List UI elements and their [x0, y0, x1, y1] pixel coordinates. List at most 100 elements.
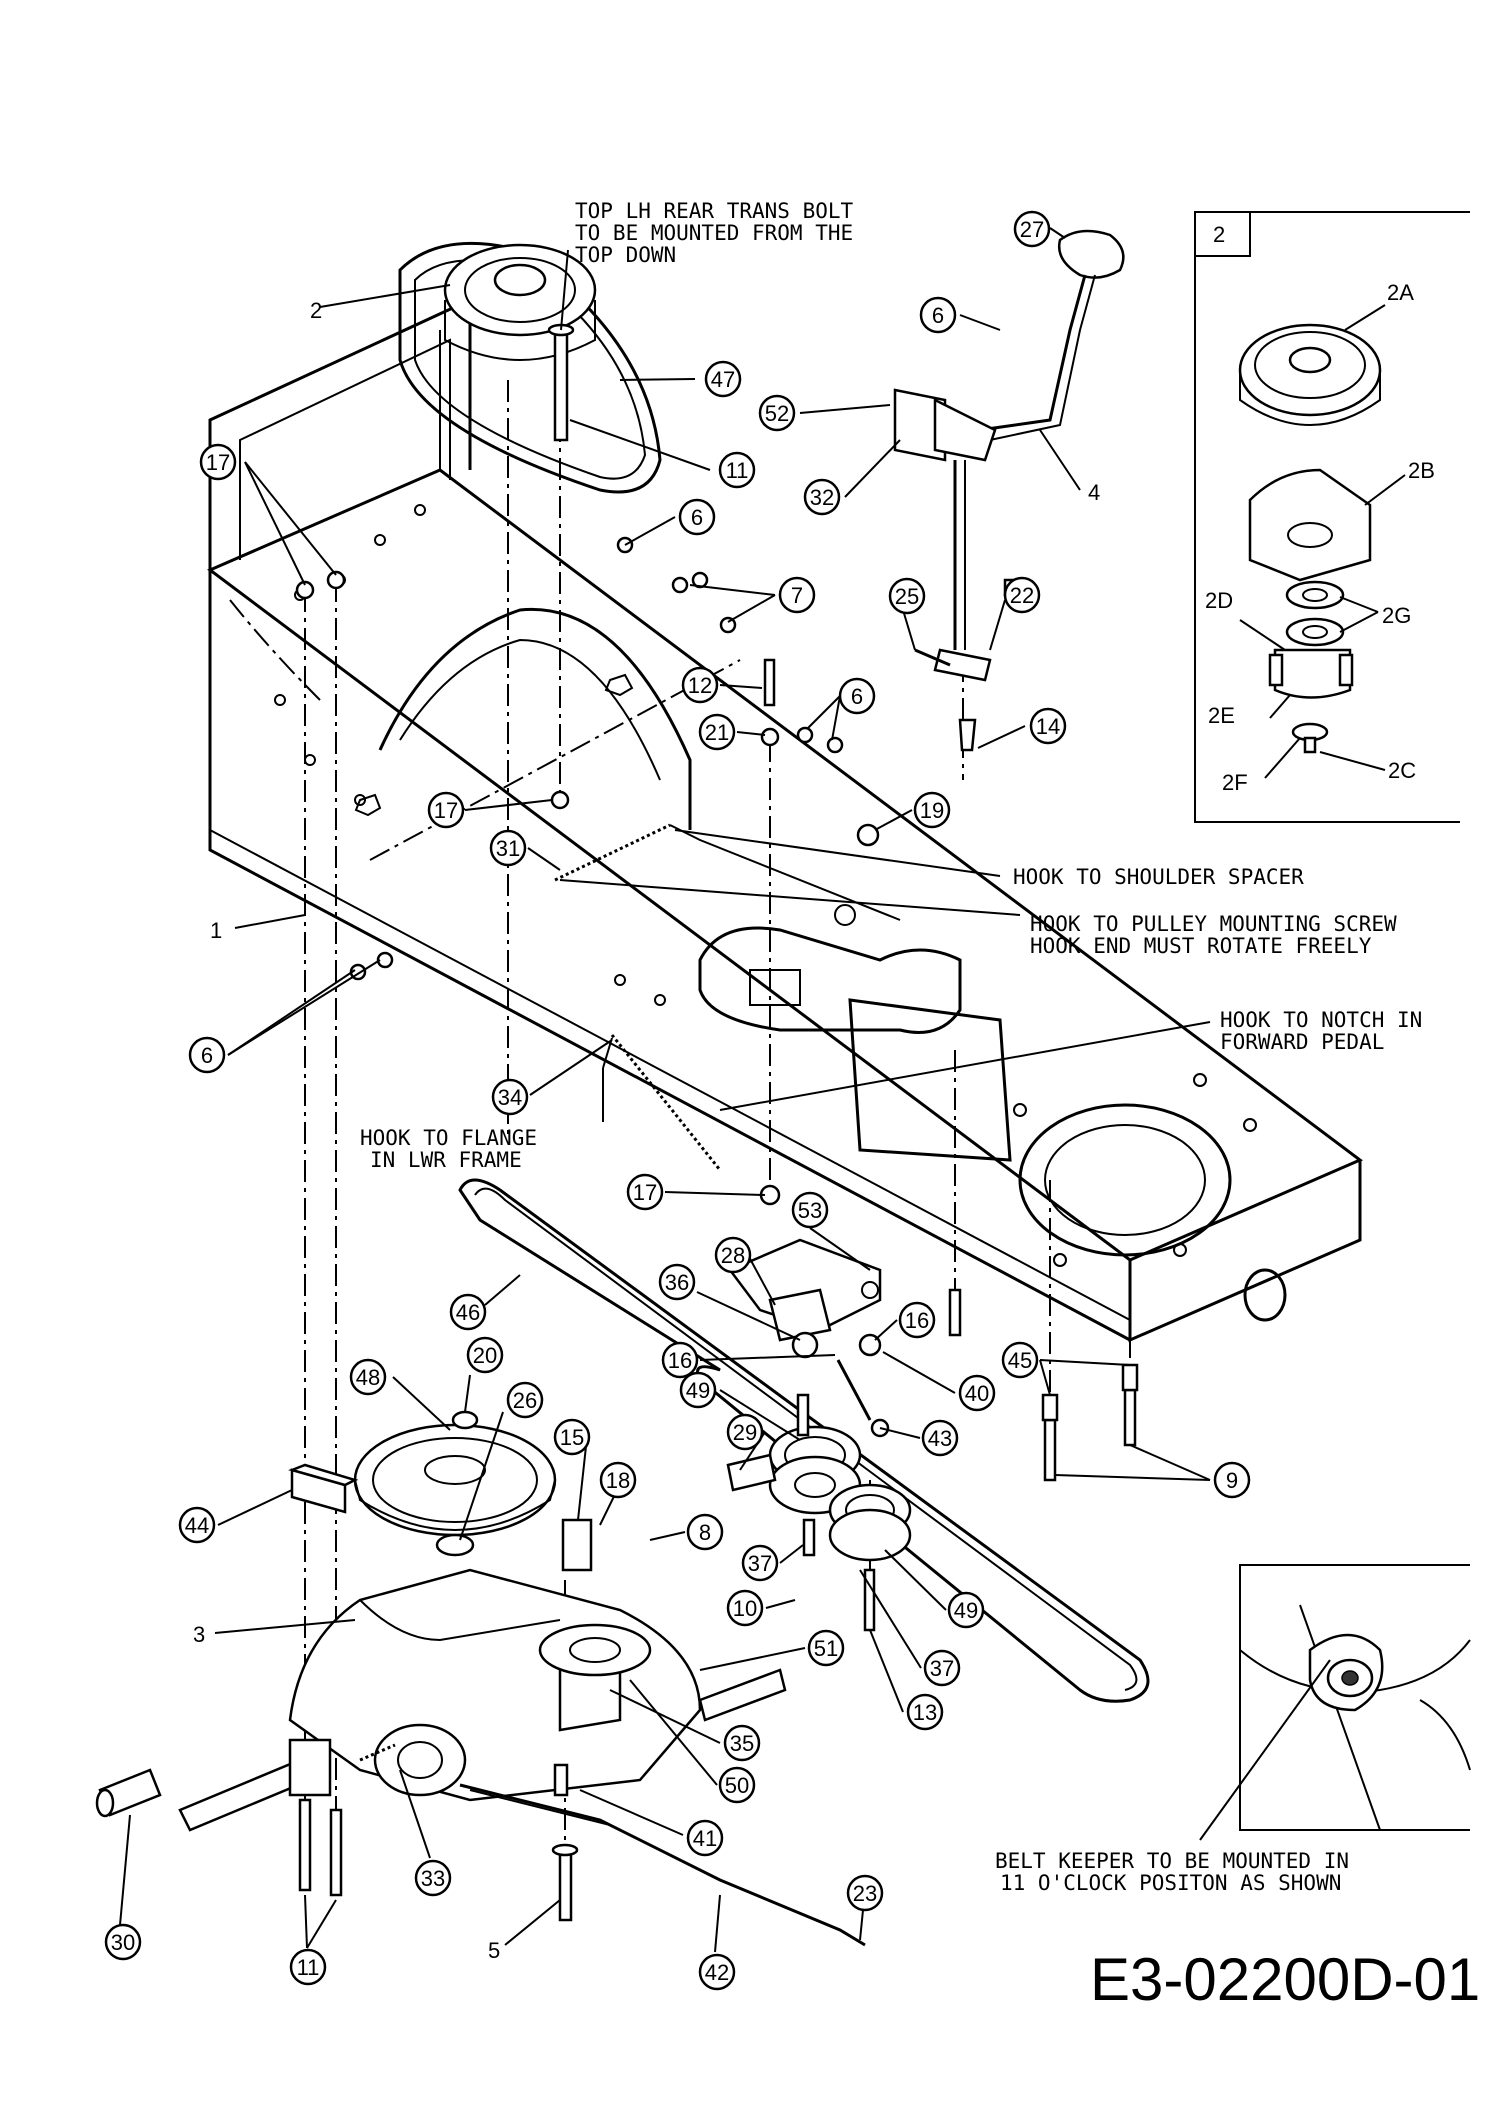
svg-text:17: 17	[434, 798, 458, 823]
svg-text:10: 10	[733, 1596, 757, 1621]
callout: 34	[491, 1078, 529, 1116]
collar-drawing	[95, 1768, 162, 1818]
inset-label-2E: 2E	[1208, 703, 1235, 728]
callout: 11	[718, 451, 756, 489]
label-1: 1	[210, 918, 222, 943]
svg-text:19: 19	[920, 798, 944, 823]
svg-text:18: 18	[606, 1468, 630, 1493]
callout: 11	[289, 1948, 327, 1986]
callout: 8	[686, 1513, 724, 1551]
callout: 6	[919, 296, 957, 334]
callout: 22	[1003, 576, 1041, 614]
svg-text:14: 14	[1036, 714, 1060, 739]
bracket-drawing	[288, 1463, 359, 1514]
fasteners-drawing	[295, 536, 1019, 1206]
inset-label-2G: 2G	[1382, 603, 1411, 628]
transaxle-drawing	[178, 1518, 787, 1832]
inset-label-2F: 2F	[1222, 770, 1248, 795]
label-5: 5	[488, 1938, 500, 1963]
callout: 43	[921, 1419, 959, 1457]
callout: 9	[1213, 1461, 1251, 1499]
callout: 14	[1029, 707, 1067, 745]
callout: 30	[104, 1923, 142, 1961]
inset-label-2C: 2C	[1388, 758, 1416, 783]
callout: 33	[414, 1859, 452, 1897]
label-4: 4	[1088, 480, 1100, 505]
note-hook-pulley-2: HOOK END MUST ROTATE FREELY	[1030, 934, 1372, 958]
svg-text:16: 16	[905, 1308, 929, 1333]
callout: 42	[698, 1953, 736, 1991]
callout: 26	[506, 1381, 544, 1419]
svg-text:17: 17	[633, 1180, 657, 1205]
svg-text:6: 6	[851, 684, 863, 709]
leader-lines	[119, 227, 1211, 1953]
svg-text:13: 13	[913, 1700, 937, 1725]
callout: 16	[898, 1301, 936, 1339]
callout: 25	[888, 577, 926, 615]
svg-text:16: 16	[668, 1348, 692, 1373]
callout: 44	[178, 1506, 216, 1544]
callout: 31	[489, 829, 527, 867]
callout: 36	[658, 1263, 696, 1301]
svg-text:52: 52	[765, 401, 789, 426]
note-hook-notch-2: FORWARD PEDAL	[1220, 1030, 1384, 1054]
callout: 49	[947, 1591, 985, 1629]
svg-text:34: 34	[498, 1085, 522, 1110]
notes: TOP LH REAR TRANS BOLT TO BE MOUNTED FRO…	[360, 199, 1480, 2013]
callout: 12	[681, 666, 719, 704]
inset-label-2B: 2B	[1408, 458, 1435, 483]
frame-drawing	[207, 297, 1363, 1343]
callout: 17	[427, 791, 465, 829]
inset-label-2A: 2A	[1387, 280, 1414, 305]
note-top-lh-3: TOP DOWN	[575, 243, 676, 267]
callout: 46	[449, 1293, 487, 1331]
svg-text:42: 42	[705, 1960, 729, 1985]
callout: 18	[599, 1461, 637, 1499]
callout: 32	[803, 478, 841, 516]
callout: 47	[704, 360, 742, 398]
svg-text:49: 49	[954, 1598, 978, 1623]
note-belt-keeper-1: BELT KEEPER TO BE MOUNTED IN	[995, 1849, 1349, 1873]
svg-text:35: 35	[730, 1731, 754, 1756]
lower-bolts-drawing	[298, 1288, 1139, 1922]
callout: 48	[349, 1358, 387, 1396]
svg-text:37: 37	[930, 1656, 954, 1681]
label-3: 3	[193, 1622, 205, 1647]
callout: 6	[838, 677, 876, 715]
svg-text:22: 22	[1010, 583, 1034, 608]
note-hook-flange-1: HOOK TO FLANGE	[360, 1126, 537, 1150]
note-hook-flange-2: IN LWR FRAME	[370, 1148, 522, 1172]
callout: 20	[466, 1336, 504, 1374]
svg-text:44: 44	[185, 1513, 209, 1538]
svg-text:43: 43	[928, 1426, 952, 1451]
svg-text:17: 17	[206, 450, 230, 475]
svg-text:28: 28	[721, 1243, 745, 1268]
svg-text:9: 9	[1226, 1468, 1238, 1493]
svg-text:8: 8	[699, 1520, 711, 1545]
svg-text:11: 11	[726, 458, 749, 483]
callout: 45	[1001, 1341, 1039, 1379]
svg-text:7: 7	[791, 583, 803, 608]
callout: 41	[686, 1819, 724, 1857]
callout: 35	[723, 1724, 761, 1762]
callout: 52	[758, 394, 796, 432]
note-top-lh-1: TOP LH REAR TRANS BOLT	[575, 199, 854, 223]
callout: 40	[958, 1374, 996, 1412]
svg-text:23: 23	[853, 1881, 877, 1906]
control-rod-drawing	[359, 1743, 866, 1947]
svg-text:50: 50	[725, 1773, 749, 1798]
svg-text:6: 6	[201, 1043, 213, 1068]
note-hook-notch-1: HOOK TO NOTCH IN	[1220, 1008, 1422, 1032]
svg-text:49: 49	[686, 1378, 710, 1403]
svg-text:30: 30	[111, 1930, 135, 1955]
callout: 51	[807, 1629, 845, 1667]
svg-text:20: 20	[473, 1343, 497, 1368]
diagram-id: E3-02200D-01	[1090, 1946, 1480, 2013]
callout: 27	[1013, 210, 1051, 248]
svg-text:48: 48	[356, 1365, 380, 1390]
shift-lever-drawing	[893, 229, 1125, 752]
svg-text:27: 27	[1020, 217, 1044, 242]
bolt-drawing	[547, 323, 575, 442]
callout: 37	[923, 1649, 961, 1687]
transmission-pulley-drawing	[353, 1410, 557, 1557]
